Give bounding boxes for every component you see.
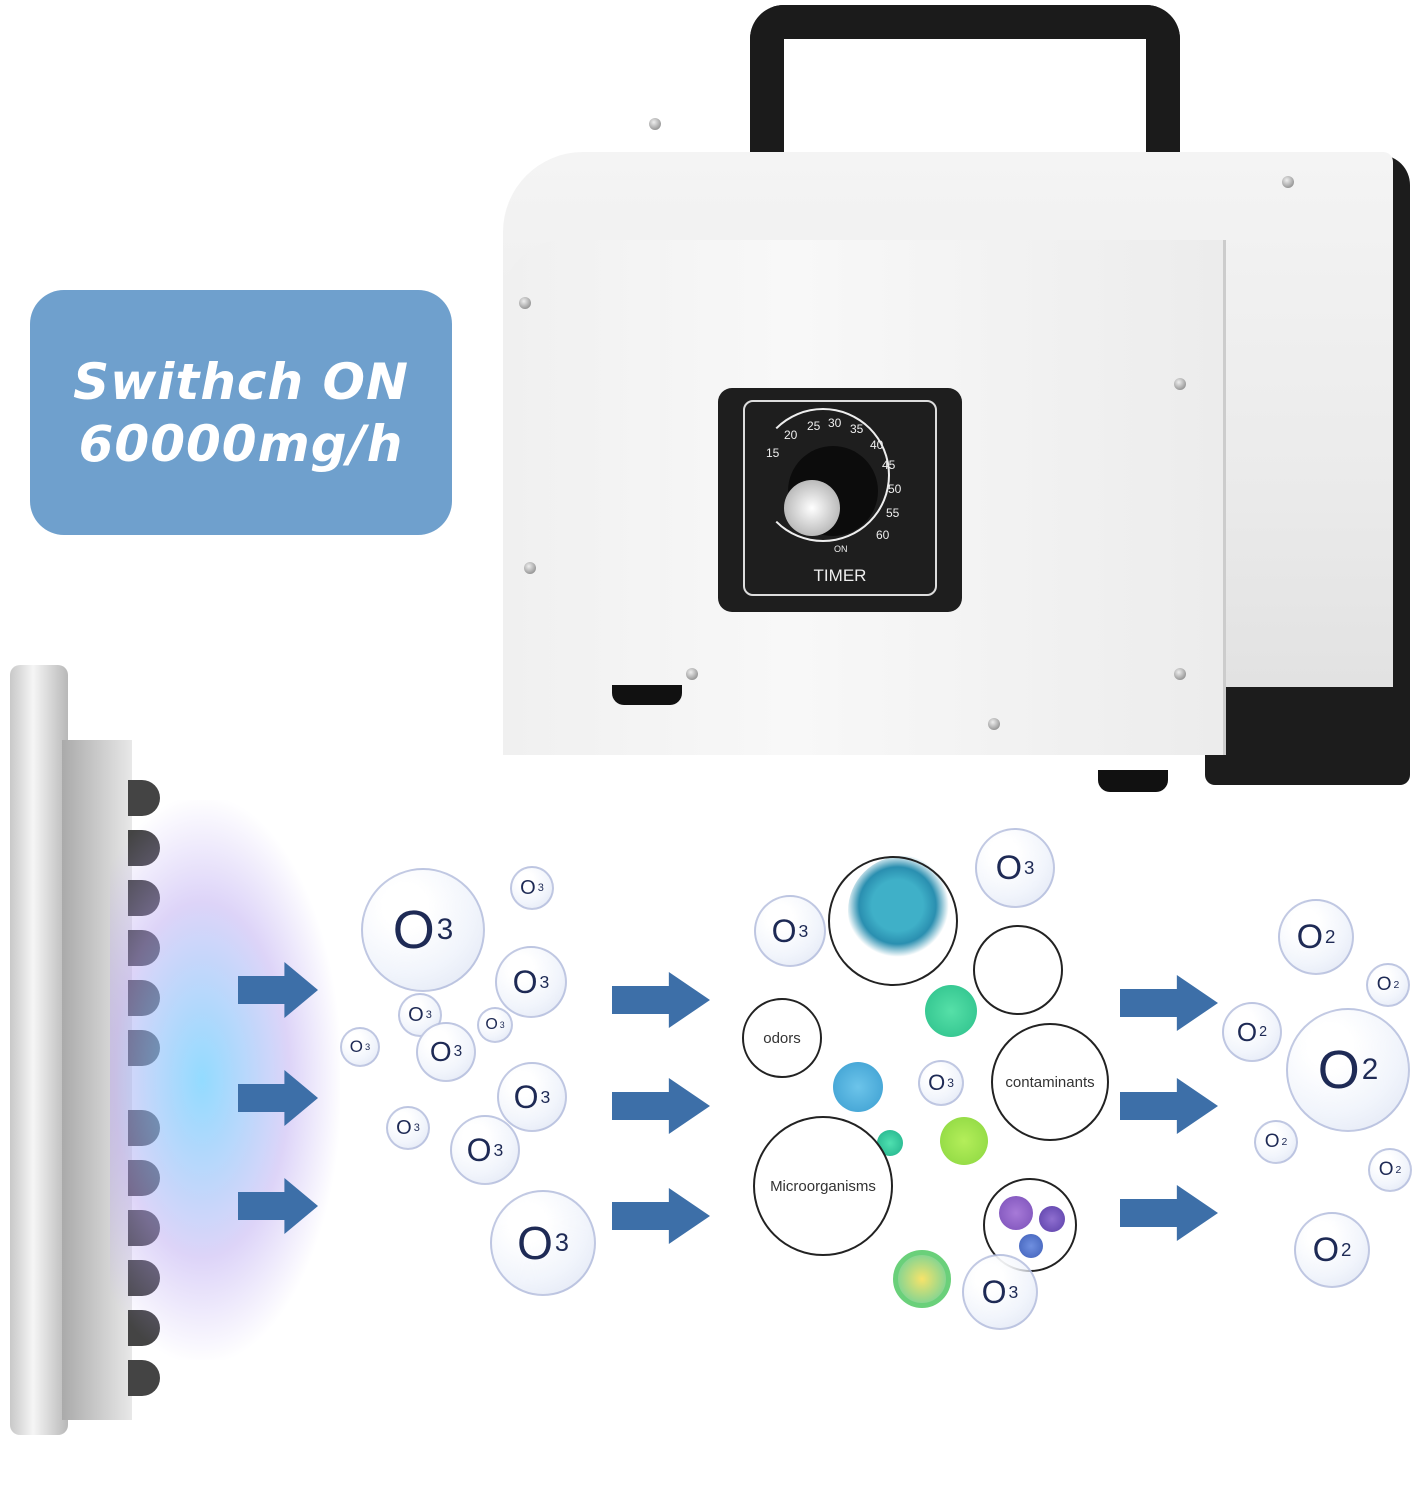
flow-arrow-icon (238, 962, 318, 1018)
virus-icon (940, 1117, 988, 1165)
switch-on-text: Swithch ON (73, 352, 409, 411)
scale-mark: 55 (886, 506, 900, 520)
screw-icon (1282, 176, 1294, 188)
virus-icon (833, 1062, 883, 1112)
scale-mark: 45 (882, 458, 896, 472)
empty-ring (973, 925, 1063, 1015)
screw-icon (1174, 668, 1186, 680)
screw-icon (519, 297, 531, 309)
scale-mark: 15 (766, 446, 780, 460)
output-rate-text: 60000mg/h (78, 414, 404, 473)
flow-arrow-icon (1120, 1185, 1218, 1241)
foot (1098, 770, 1168, 792)
scale-mark: 20 (784, 428, 798, 442)
screw-icon (686, 668, 698, 680)
flow-arrow-icon (238, 1178, 318, 1234)
virus-icon (925, 985, 977, 1037)
flow-arrow-icon (1120, 1078, 1218, 1134)
target-contaminants: contaminants (991, 1023, 1109, 1141)
screw-icon (649, 118, 661, 130)
carry-handle (750, 5, 1180, 180)
flow-arrow-icon (612, 972, 710, 1028)
scale-mark: 50 (888, 482, 902, 496)
target-microorganisms: Microorganisms (753, 1116, 893, 1256)
scale-mark: 40 (870, 438, 884, 452)
screw-icon (524, 562, 536, 574)
flow-arrow-icon (612, 1188, 710, 1244)
foot (612, 685, 682, 705)
output-label-badge: Swithch ON 60000mg/h (30, 290, 452, 535)
flow-arrow-icon (238, 1070, 318, 1126)
timer-label: TIMER (813, 566, 867, 585)
target-odors: odors (742, 998, 822, 1078)
virus-ring (828, 856, 958, 986)
timer-scale (756, 408, 890, 542)
on-mark: ON (834, 544, 848, 554)
scale-mark: 25 (807, 419, 821, 433)
flow-arrow-icon (612, 1078, 710, 1134)
flow-arrow-icon (1120, 975, 1218, 1031)
timer-panel: 15 20 25 30 35 40 45 50 55 60 ON TIMER (718, 388, 962, 612)
bacteria-icon (893, 1250, 951, 1308)
screw-icon (1174, 378, 1186, 390)
scale-mark: 35 (850, 422, 864, 436)
scale-mark: 60 (876, 528, 890, 542)
scale-mark: 30 (828, 416, 842, 430)
knob-cap[interactable] (784, 480, 840, 536)
electric-discharge (110, 800, 340, 1360)
screw-icon (988, 718, 1000, 730)
